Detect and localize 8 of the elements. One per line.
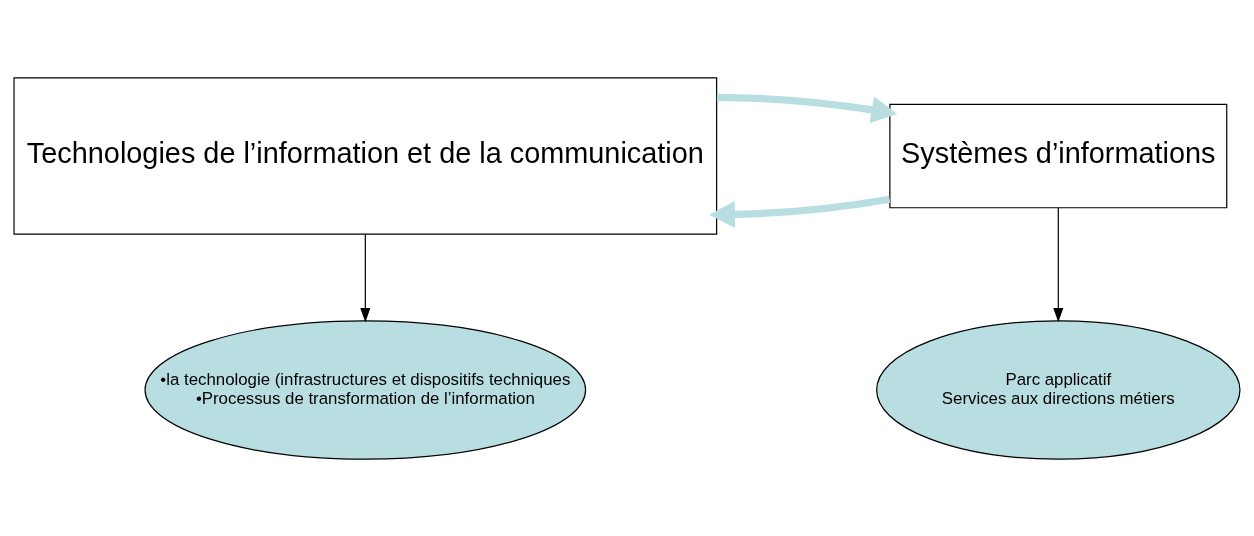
arrow [360, 233, 371, 322]
node-box: Technologies de l’information et de la communication [13, 76, 718, 235]
node-ellipse: •la technologie (infrastructures et dispositifs techniques •Processus de transformation de l’information [144, 319, 587, 460]
node-box: Systèmes d’informations [889, 103, 1228, 208]
node-ellipse: Parc applicatif Services aux directions métiers [876, 319, 1241, 460]
arrow [1053, 206, 1064, 322]
arrow [709, 195, 891, 228]
arrow [716, 93, 898, 123]
